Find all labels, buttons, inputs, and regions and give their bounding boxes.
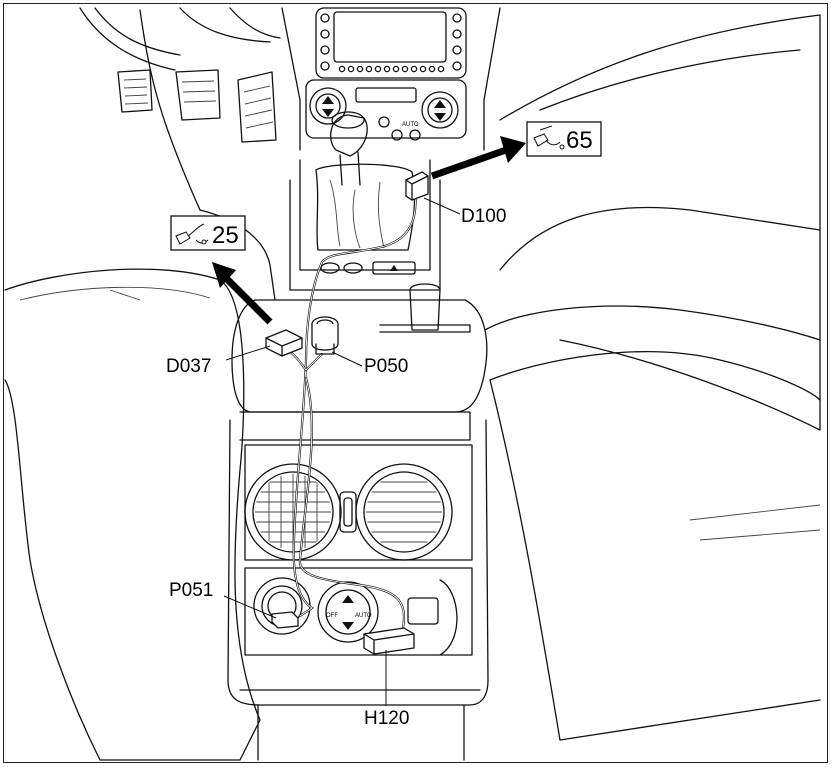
ref-number-65: 65 bbox=[566, 127, 593, 154]
rear-console: OFF AUTO bbox=[227, 419, 489, 761]
connector-d037 bbox=[265, 329, 303, 357]
handbrake bbox=[379, 283, 471, 333]
steering-wheel-outline bbox=[79, 7, 281, 71]
armrest bbox=[231, 299, 488, 441]
leader-lines bbox=[223, 197, 461, 706]
arrow-to-ref-25 bbox=[212, 262, 273, 325]
label-d037: D037 bbox=[166, 356, 211, 377]
wiring-harness bbox=[284, 186, 417, 634]
arrow-to-ref-65 bbox=[430, 136, 526, 180]
label-h120: H120 bbox=[364, 708, 409, 729]
right-seat bbox=[484, 14, 821, 741]
module-h120 bbox=[363, 627, 415, 655]
label-p051: P051 bbox=[169, 580, 213, 601]
gear-shifter bbox=[299, 111, 431, 271]
ref-box-65: 65 bbox=[526, 121, 602, 157]
left-seat bbox=[4, 9, 276, 761]
connector-thumbnail-icon bbox=[175, 223, 209, 245]
front-auto-text: AUTO bbox=[402, 122, 419, 128]
ref-box-25: 25 bbox=[170, 215, 246, 251]
console-buttons bbox=[289, 179, 441, 291]
pedals bbox=[117, 69, 277, 143]
socket-p050 bbox=[311, 316, 339, 355]
connector-p051 bbox=[271, 611, 299, 629]
front-climate-panel: AUTO bbox=[305, 79, 467, 141]
rear-auto-text: AUTO bbox=[355, 613, 372, 619]
connector-thumbnail-icon bbox=[533, 125, 565, 150]
label-p050: P050 bbox=[364, 356, 408, 377]
ref-number-25: 25 bbox=[212, 222, 239, 249]
infotainment-unit bbox=[281, 7, 501, 151]
label-d100: D100 bbox=[461, 206, 506, 227]
connector-d100 bbox=[405, 171, 429, 201]
rear-off-text: OFF bbox=[326, 613, 338, 619]
